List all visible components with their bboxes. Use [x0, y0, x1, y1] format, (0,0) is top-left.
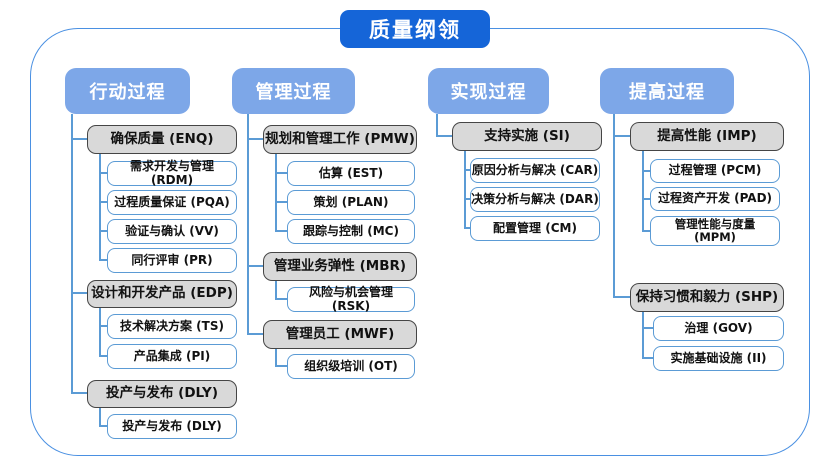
connector-line	[247, 114, 249, 334]
node-pqa: 过程质量保证 (PQA)	[107, 190, 237, 215]
connector-line	[642, 230, 650, 232]
node-vv: 验证与确认 (VV)	[107, 219, 237, 244]
node-dar: 决策分析与解决 (DAR)	[470, 187, 600, 212]
column-header-improvement-process: 提高过程	[600, 68, 734, 114]
connector-line	[99, 425, 107, 427]
node-mwf: 管理员工 (MWF)	[263, 320, 417, 349]
node-est: 估算 (EST)	[287, 161, 415, 186]
node-mc: 跟踪与控制 (MC)	[287, 219, 415, 244]
connector-line	[275, 230, 287, 232]
node-pcm: 过程管理 (PCM)	[650, 159, 780, 183]
node-ts: 技术解决方案 (TS)	[107, 314, 237, 339]
connector-line	[99, 172, 107, 174]
connector-line	[464, 149, 466, 228]
connector-line	[99, 406, 101, 426]
connector-line	[275, 347, 277, 366]
node-si: 支持实施 (SI)	[452, 122, 602, 151]
connector-line	[275, 172, 287, 174]
connector-line	[642, 198, 650, 200]
connector-line	[613, 296, 630, 298]
connector-line	[642, 357, 653, 359]
connector-line	[99, 201, 107, 203]
node-dly: 投产与发布 (DLY)	[87, 380, 237, 408]
node-car: 原因分析与解决 (CAR)	[470, 158, 600, 183]
connector-line	[275, 365, 287, 367]
node-rdm: 需求开发与管理 (RDM)	[107, 159, 237, 186]
node-mbr: 管理业务弹性 (MBR)	[263, 252, 417, 281]
connector-line	[71, 292, 87, 294]
connector-line	[99, 152, 101, 260]
connector-line	[247, 265, 263, 267]
node-edp: 设计和开发产品 (EDP)	[87, 280, 237, 308]
connector-line	[71, 138, 87, 140]
node-pad: 过程资产开发 (PAD)	[650, 187, 780, 211]
node-cm: 配置管理 (CM)	[470, 216, 600, 241]
connector-line	[99, 230, 107, 232]
column-header-action-process: 行动过程	[65, 68, 190, 114]
connector-line	[642, 149, 644, 230]
node-pr: 同行评审 (PR)	[107, 248, 237, 273]
connector-line	[464, 198, 470, 200]
diagram-title: 质量纲领	[340, 10, 490, 48]
connector-line	[642, 170, 650, 172]
node-shp: 保持习惯和毅力 (SHP)	[630, 283, 784, 312]
column-header-management-process: 管理过程	[232, 68, 355, 114]
node-gov: 治理 (GOV)	[653, 316, 784, 341]
node-enq: 确保质量 (ENQ)	[87, 125, 237, 154]
connector-line	[613, 114, 615, 297]
connector-line	[71, 114, 73, 393]
connector-line	[464, 227, 470, 229]
connector-line	[436, 114, 438, 136]
connector-line	[275, 152, 277, 231]
connector-line	[436, 135, 452, 137]
node-ot: 组织级培训 (OT)	[287, 354, 415, 379]
node-pi: 产品集成 (PI)	[107, 344, 237, 369]
connector-line	[247, 138, 263, 140]
connector-line	[99, 306, 101, 356]
column-header-realization-process: 实现过程	[428, 68, 549, 114]
connector-line	[71, 392, 87, 394]
node-mpm: 管理性能与度量 (MPM)	[650, 216, 780, 246]
node-plan: 策划 (PLAN)	[287, 190, 415, 215]
connector-line	[99, 355, 107, 357]
node-rsk: 风险与机会管理 (RSK)	[287, 285, 415, 312]
connector-line	[642, 310, 644, 358]
connector-line	[275, 201, 287, 203]
connector-line	[642, 327, 653, 329]
connector-line	[99, 325, 107, 327]
connector-line	[613, 135, 630, 137]
node-imp: 提高性能 (IMP)	[630, 122, 784, 151]
connector-line	[464, 169, 470, 171]
connector-line	[247, 333, 263, 335]
connector-line	[99, 259, 107, 261]
node-dly-sub: 投产与发布 (DLY)	[107, 414, 237, 439]
connector-line	[275, 279, 277, 299]
connector-line	[275, 298, 287, 300]
node-ii: 实施基础设施 (II)	[653, 346, 784, 371]
node-pmw: 规划和管理工作 (PMW)	[263, 125, 417, 154]
